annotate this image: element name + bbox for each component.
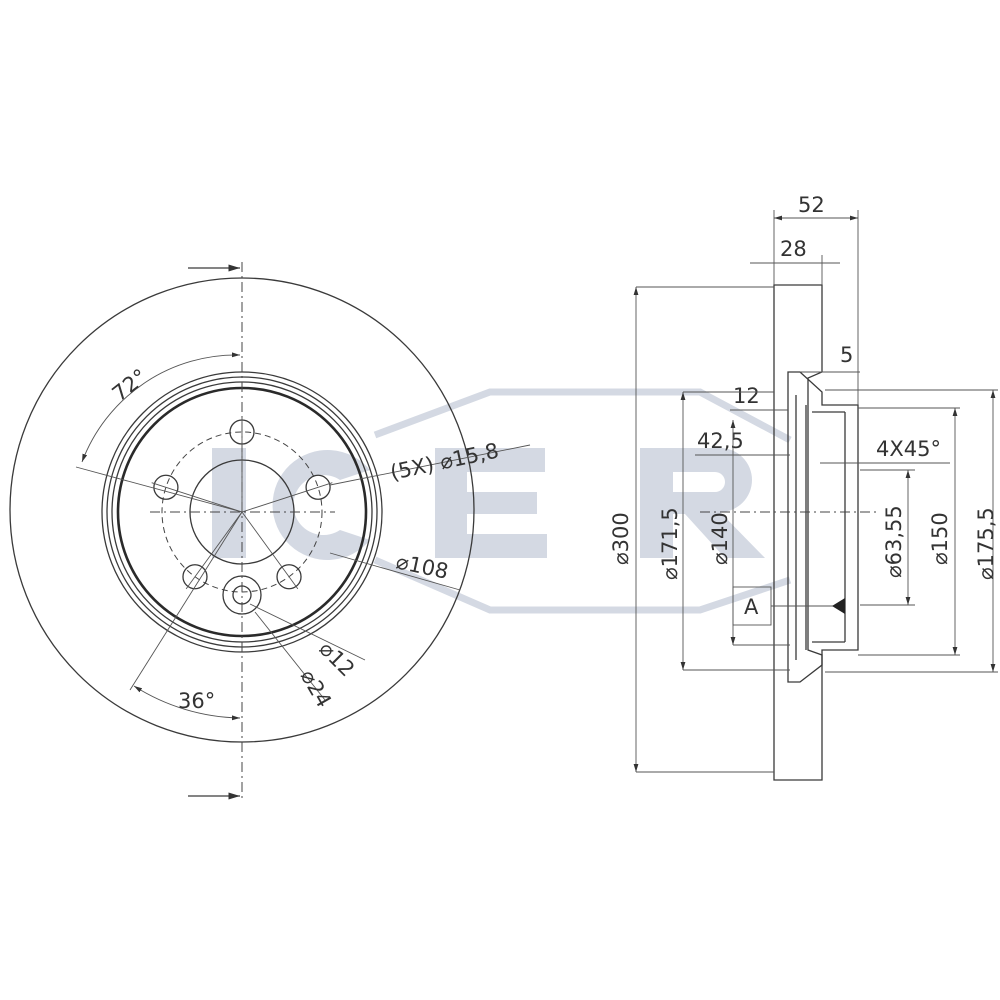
bolt-hole-axis [151, 482, 243, 513]
angle-leader-72 [75, 466, 243, 513]
dim-12-label: 12 [733, 384, 760, 408]
dim-150-label: ⌀150 [928, 512, 952, 565]
angle-arc-72 [81, 352, 241, 463]
bolt-hole [305, 474, 331, 500]
small-hole-leader-24 [254, 611, 326, 701]
dim-300-label: ⌀300 [609, 512, 633, 565]
bolt-hole [276, 564, 302, 590]
icer-watermark-logo [212, 388, 792, 614]
dim-171-5-label: ⌀171,5 [658, 507, 682, 580]
dim-28-label: 28 [780, 237, 807, 261]
dim-5-label: 5 [840, 343, 853, 367]
bolt-hole-axis [241, 511, 299, 590]
bolt-circle-leader [329, 552, 461, 591]
bolt-hole [182, 564, 208, 590]
small-hole-inner [232, 585, 252, 605]
bolt-hole-axis [185, 511, 243, 590]
bolt-hole-leader [329, 444, 531, 486]
bolt-holes [151, 417, 333, 590]
angle-leader-36 [129, 511, 243, 691]
dim-42-5-label: 42,5 [697, 429, 744, 453]
angle-label-72: 72° [108, 364, 152, 406]
small-hole-leader-12 [249, 603, 366, 661]
small-hole-outer [222, 575, 262, 615]
dim-52-label: 52 [798, 193, 825, 217]
datum-label: A [744, 595, 759, 619]
hat-section [787, 371, 859, 683]
angle-arc-36 [133, 685, 241, 721]
bolt-hole [153, 474, 179, 500]
dim-140-label: ⌀140 [708, 512, 732, 565]
small-hole-label-24: ⌀24 [296, 666, 336, 712]
angle-label-36: 36° [178, 689, 215, 713]
disc-section [773, 284, 823, 781]
dim-175-5-label: ⌀175,5 [974, 507, 998, 580]
section-view: 52 28 5 12 42,5 4X45° ⌀300 ⌀171,5 ⌀140 A [609, 193, 998, 781]
chamfer-label: 4X45° [876, 437, 941, 461]
datum-triangle [832, 598, 845, 614]
dim-63-55-label: ⌀63,55 [882, 505, 906, 578]
bolt-hole-axis [241, 482, 333, 513]
